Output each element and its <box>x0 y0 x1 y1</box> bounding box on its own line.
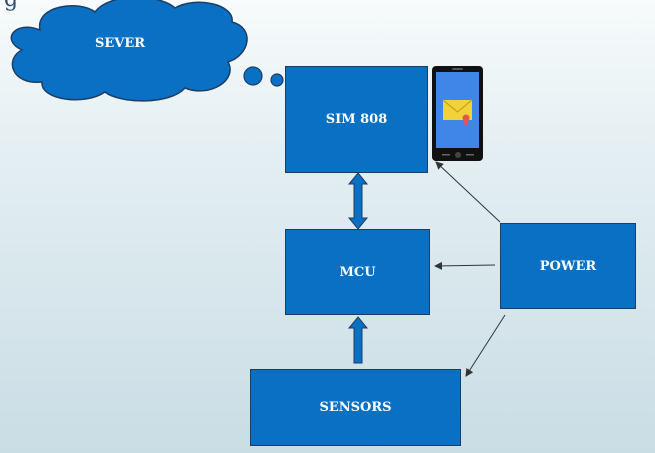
power-to-phone-connector <box>435 161 501 223</box>
power-to-sensors-connector <box>465 314 506 377</box>
power-label: POWER <box>539 258 597 274</box>
cropped-title-fragment: g <box>4 0 18 12</box>
thought-bubble-medium <box>270 73 284 87</box>
sensors-label: SENSORS <box>319 400 392 415</box>
smartphone-mail-icon <box>432 66 483 161</box>
sensors-mcu-arrow <box>347 316 369 364</box>
mcu-label: MCU <box>339 264 376 280</box>
server-cloud-label: SEVER <box>94 36 146 51</box>
power-block: POWER <box>500 223 636 309</box>
power-to-mcu-connector <box>434 261 496 270</box>
sim808-block: SIM 808 <box>285 66 428 173</box>
server-cloud-icon <box>10 0 248 102</box>
sensors-block: SENSORS <box>250 369 461 446</box>
sim808-label: SIM 808 <box>325 112 388 127</box>
sim-mcu-double-arrow <box>347 172 369 230</box>
thought-bubble-large <box>243 66 263 86</box>
mcu-block: MCU <box>285 229 430 315</box>
